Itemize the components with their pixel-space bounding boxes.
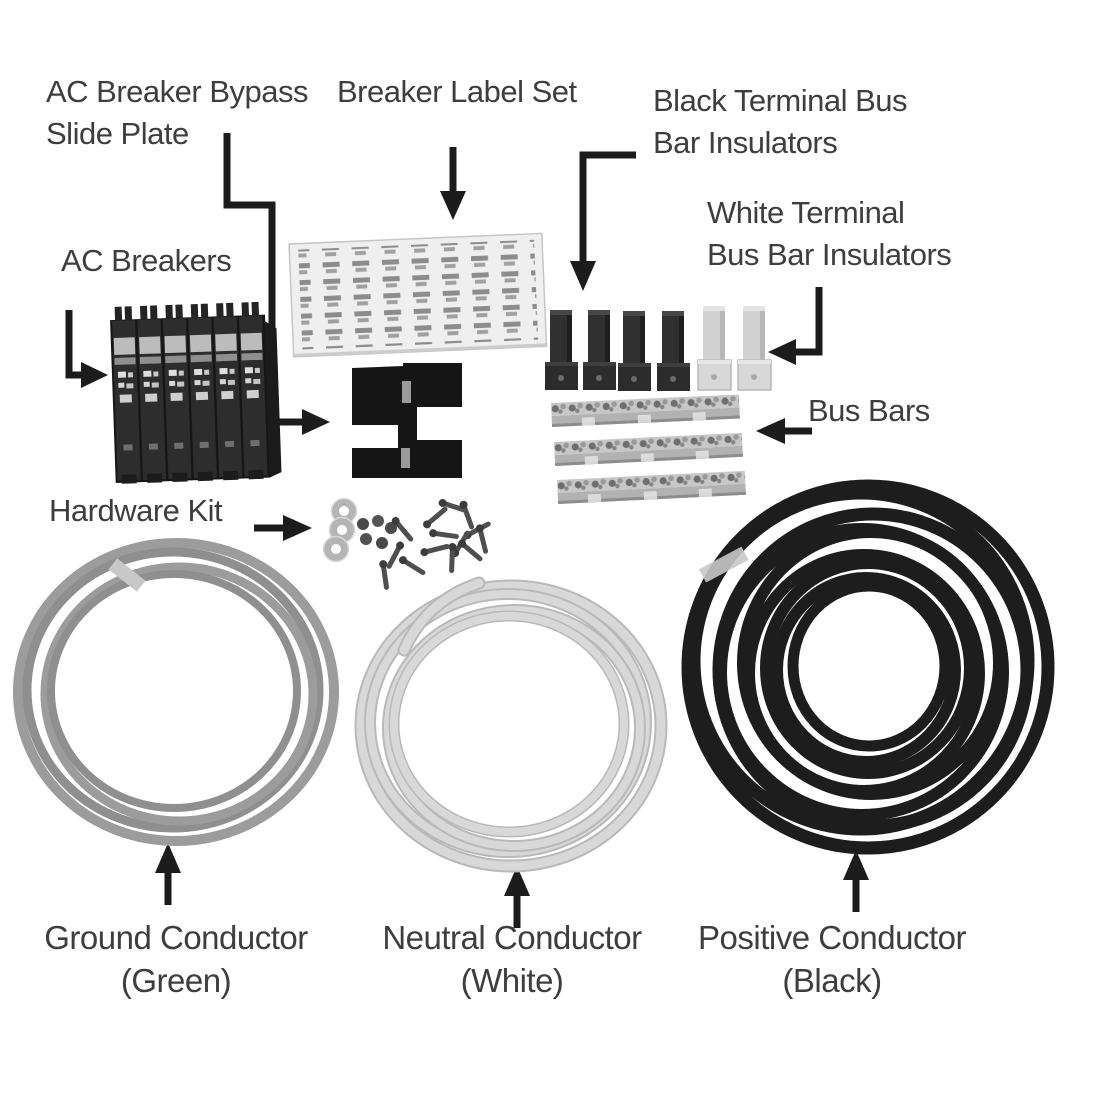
bus-bars-label-line1: Bus Bars	[808, 393, 930, 428]
black-insulators-label: Black Terminal Bus Bar Insulators	[653, 80, 908, 164]
black-insulators-illustration	[545, 310, 690, 391]
slide-plate-label-line1: AC Breaker Bypass	[46, 74, 309, 109]
black-insulators-label-line2: Bar Insulators	[653, 125, 838, 160]
white-insulators-connector-arrow	[768, 287, 823, 365]
black-insulators-label-line1: Black Terminal Bus	[653, 83, 908, 118]
hardware-kit-label-line1: Hardware Kit	[49, 493, 223, 528]
positive-conductor-arrow	[843, 850, 869, 912]
hardware-kit-arrow	[254, 515, 312, 541]
bus-bars-label: Bus Bars	[808, 390, 930, 432]
white-insulators-label: White Terminal Bus Bar Insulators	[707, 192, 952, 276]
neutral-conductor-arrow	[504, 866, 530, 928]
ground-conductor-coil	[13, 538, 339, 846]
white-insulators-label-line1: White Terminal	[707, 195, 905, 230]
ground-conductor-label-line1: Ground Conductor	[44, 919, 308, 956]
positive-conductor-label-line2: (Black)	[782, 962, 882, 999]
breaker-label-set-label: Breaker Label Set	[337, 71, 577, 113]
neutral-conductor-label-line1: Neutral Conductor	[382, 919, 642, 956]
slide-plate-label: AC Breaker Bypass Slide Plate	[46, 71, 309, 155]
ground-conductor-label: Ground Conductor (Green)	[11, 916, 341, 1002]
black-insulators-connector-arrow	[570, 151, 636, 291]
neutral-conductor-coil	[354, 576, 668, 873]
ground-conductor-arrow	[155, 843, 181, 905]
neutral-conductor-label-line2: (White)	[460, 962, 564, 999]
positive-conductor-coil	[681, 479, 1055, 855]
slide-plate-illustration	[352, 363, 462, 478]
breaker-label-set-label-line1: Breaker Label Set	[337, 74, 577, 109]
hardware-kit-label: Hardware Kit	[49, 490, 223, 532]
breaker-label-set-arrow	[440, 147, 466, 220]
positive-conductor-label: Positive Conductor (Black)	[667, 916, 997, 1002]
hardware-kit-illustration	[324, 498, 493, 591]
ground-conductor-label-line2: (Green)	[120, 962, 232, 999]
white-insulators-label-line2: Bus Bar Insulators	[707, 237, 952, 272]
ac-breakers-label-line1: AC Breakers	[61, 243, 232, 278]
bus-bars-illustration	[551, 394, 746, 504]
slide-plate-connector-arrow	[223, 133, 330, 435]
ac-breakers-label: AC Breakers	[61, 240, 232, 282]
ac-breakers-illustration	[110, 301, 282, 484]
ac-breakers-connector-arrow	[65, 310, 108, 388]
white-insulators-illustration	[697, 305, 772, 391]
breaker-label-set-sheet	[288, 232, 548, 358]
positive-conductor-label-line1: Positive Conductor	[698, 919, 966, 956]
neutral-conductor-label: Neutral Conductor (White)	[347, 916, 677, 1002]
bus-bars-arrow	[756, 418, 812, 444]
slide-plate-label-line2: Slide Plate	[46, 116, 189, 151]
